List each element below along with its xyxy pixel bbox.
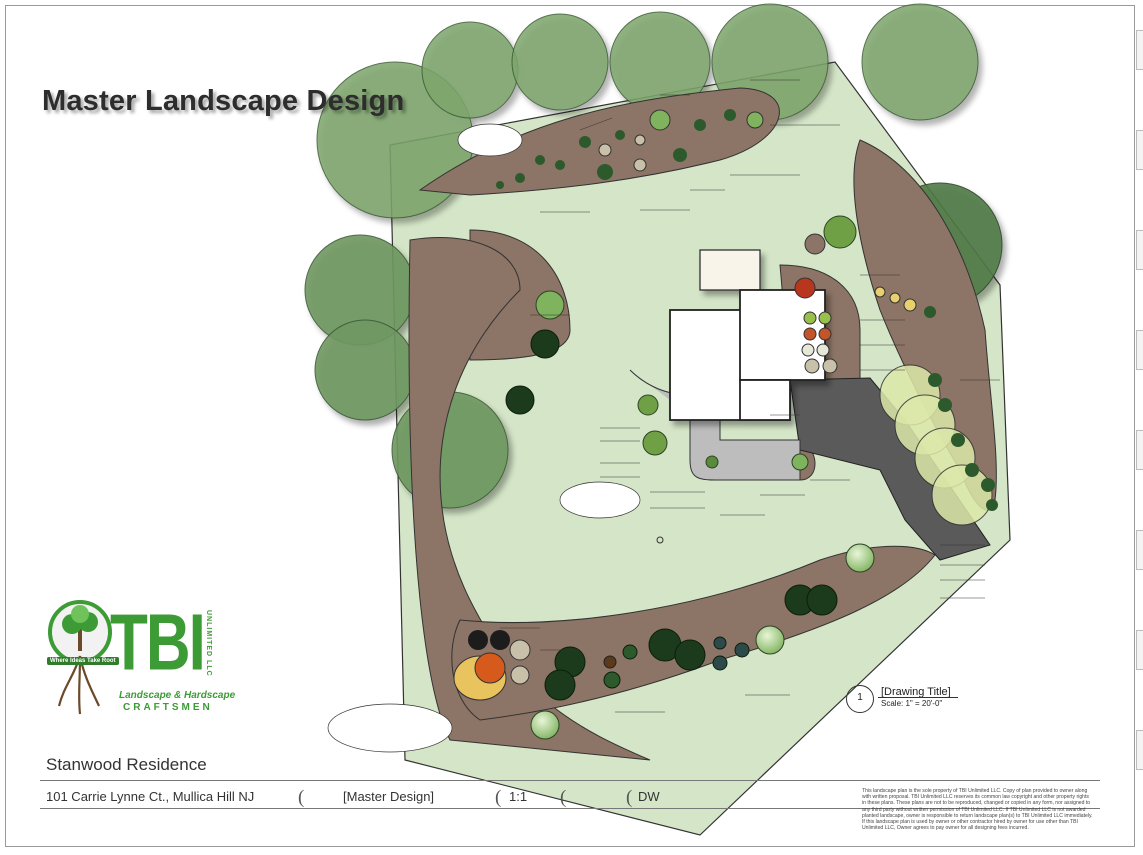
side-tab[interactable] <box>1136 630 1143 670</box>
residence-name: Stanwood Residence <box>46 755 207 774</box>
titleblock-divider <box>40 780 1100 781</box>
separator: ( <box>626 787 633 808</box>
logo-tbi-text: TBI <box>110 598 206 688</box>
drawn-by: DW <box>638 789 660 804</box>
address: 101 Carrie Lynne Ct., Mullica Hill NJ <box>46 789 255 804</box>
logo-unlimited-text: UNLIMITED LLC <box>205 610 212 677</box>
titleblock-divider-lower <box>40 808 1100 809</box>
drawing-number: 1 <box>857 692 863 703</box>
drawing-number-circle <box>846 685 874 713</box>
logo-tagline: Where Ideas Take Root <box>47 657 119 665</box>
plant-symbols <box>453 109 998 740</box>
side-tabs <box>1135 0 1143 855</box>
plant-labels <box>500 79 1000 713</box>
drawing-title: [Drawing Title] <box>881 686 951 698</box>
side-tab[interactable] <box>1136 230 1143 270</box>
tree <box>314 319 416 421</box>
note-clouds <box>327 123 641 753</box>
bed-north <box>418 87 780 196</box>
separator: ( <box>495 787 502 808</box>
separator: ( <box>298 787 305 808</box>
scale-ratio: 1:1 <box>509 789 528 804</box>
side-tab[interactable] <box>1136 430 1143 470</box>
side-tab[interactable] <box>1136 730 1143 770</box>
side-tab[interactable] <box>1136 130 1143 170</box>
side-tab[interactable] <box>1136 530 1143 570</box>
drawing-scale: Scale: 1" = 20'-0" <box>881 699 943 708</box>
tree-canopies <box>304 3 1003 509</box>
tree <box>511 13 609 111</box>
side-tab[interactable] <box>1136 330 1143 370</box>
side-tab[interactable] <box>1136 30 1143 70</box>
drawing-title-underline <box>878 697 958 698</box>
tree <box>421 21 519 119</box>
house <box>669 249 826 421</box>
page-title: Master Landscape Design <box>42 85 405 118</box>
logo-subtitle: Landscape & Hardscape <box>119 690 236 701</box>
tree <box>861 3 979 121</box>
logo-craftsmen: CRAFTSMEN <box>123 702 213 713</box>
sheet-name: [Master Design] <box>343 789 435 804</box>
separator: ( <box>560 787 567 808</box>
legal-notice: This landscape plan is the sole property… <box>862 788 1093 832</box>
